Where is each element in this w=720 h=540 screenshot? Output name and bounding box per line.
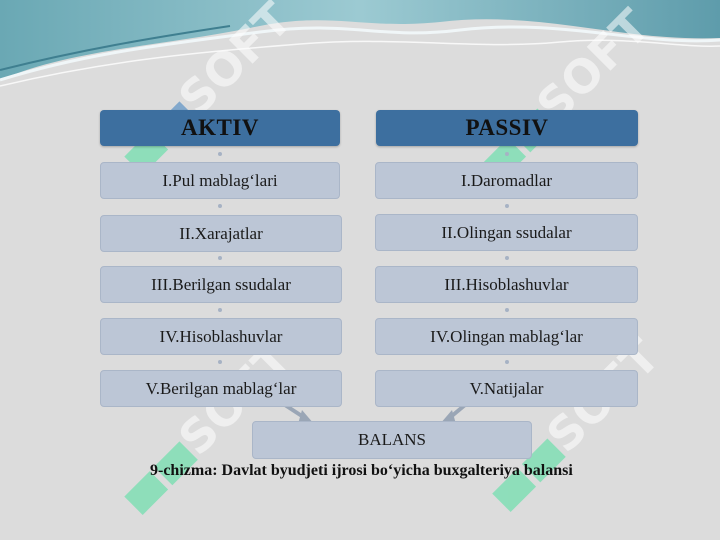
figure-caption: 9-chizma: Davlat byudjeti ijrosi bo‘yich… [150,462,573,479]
aktiv-item-2: II.Xarajatlar [100,215,342,252]
passiv-item-1: I.Daromadlar [375,162,638,199]
aktiv-item-1: I.Pul mablag‘lari [100,162,340,199]
connector-dot [218,256,222,260]
connector-dot [218,204,222,208]
aktiv-item-5: V.Berilgan mablag‘lar [100,370,342,407]
connector-dot [505,256,509,260]
connector-dot [218,360,222,364]
passiv-header: PASSIV [376,110,638,146]
passiv-item-5: V.Natijalar [375,370,638,407]
passiv-item-2: II.Olingan ssudalar [375,214,638,251]
passiv-item-3: III.Hisoblashuvlar [375,266,638,303]
connector-dot [505,308,509,312]
connector-dot [505,204,509,208]
header-wave-decoration [0,0,720,87]
aktiv-item-4: IV.Hisoblashuvlar [100,318,342,355]
balans-box: BALANS [252,421,532,459]
connector-dot [218,152,222,156]
passiv-item-4: IV.Olingan mablag‘lar [375,318,638,355]
connector-dot [218,308,222,312]
connector-dot [505,152,509,156]
connector-dot [505,360,509,364]
aktiv-item-3: III.Berilgan ssudalar [100,266,342,303]
aktiv-header: AKTIV [100,110,340,146]
